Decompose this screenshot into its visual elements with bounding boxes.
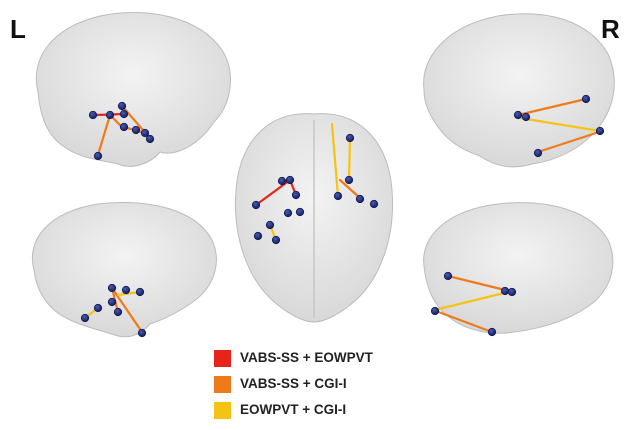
brain-node <box>581 94 591 104</box>
brain-node <box>105 110 115 120</box>
legend-swatch-yellow <box>214 402 231 419</box>
brain-node <box>355 194 365 204</box>
brain-node <box>277 176 287 186</box>
brain-node <box>295 207 305 217</box>
right-hemisphere-label: R <box>601 14 620 44</box>
connection-edge <box>516 97 588 117</box>
legend-item-vabs-eowpvt: VABS-SS + EOWPVT <box>214 348 434 370</box>
brain-node <box>443 271 453 281</box>
brain-node <box>513 110 523 120</box>
brain-node <box>117 101 127 111</box>
brain-node <box>140 128 150 138</box>
brain-node <box>285 175 295 185</box>
brain-node <box>265 220 275 230</box>
legend-item-vabs-cgi: VABS-SS + CGI-I <box>214 374 434 396</box>
connection-edge <box>433 290 510 312</box>
brain-node <box>93 303 103 313</box>
brain-node <box>119 122 129 132</box>
brain-node <box>113 307 123 317</box>
connection-edge <box>330 122 340 198</box>
brain-node <box>521 112 531 122</box>
brain-left-medial <box>32 202 217 338</box>
brain-node <box>345 133 355 143</box>
brain-node <box>369 199 379 209</box>
brain-node <box>121 285 131 295</box>
connection-edge <box>96 113 112 157</box>
legend-swatch-red <box>214 350 231 367</box>
brain-node <box>107 283 117 293</box>
brain-node <box>271 235 281 245</box>
brain-node <box>88 110 98 120</box>
brain-node <box>595 126 605 136</box>
brain-node <box>137 328 147 338</box>
brain-node <box>500 286 510 296</box>
brain-left-lateral <box>35 12 231 167</box>
brain-node <box>430 306 440 316</box>
connection-edge <box>338 178 362 200</box>
brain-node <box>333 191 343 201</box>
brain-node <box>251 200 261 210</box>
left-hemisphere-label: L <box>10 14 26 44</box>
brain-node <box>145 134 155 144</box>
brain-node <box>119 109 129 119</box>
brain-node <box>487 327 497 337</box>
connection-edge <box>536 131 598 154</box>
legend-item-eowpvt-cgi: EOWPVT + CGI-I <box>214 400 434 422</box>
brain-node <box>80 313 90 323</box>
connection-edge <box>434 309 494 334</box>
brain-node <box>533 148 543 158</box>
brain-node <box>253 231 263 241</box>
brain-node <box>93 151 103 161</box>
legend-label: VABS-SS + EOWPVT <box>240 350 373 365</box>
brain-node <box>291 190 301 200</box>
legend-label: EOWPVT + CGI-I <box>240 402 347 417</box>
legend-label: VABS-SS + CGI-I <box>240 376 347 391</box>
brain-node <box>107 297 117 307</box>
brain-node <box>283 208 293 218</box>
brain-right-medial <box>423 202 614 334</box>
brain-node <box>344 175 354 185</box>
brain-right-lateral <box>423 13 615 168</box>
legend: VABS-SS + EOWPVT VABS-SS + CGI-I EOWPVT … <box>214 348 434 426</box>
brain-node <box>135 287 145 297</box>
connection-edge <box>347 136 352 182</box>
connection-edge <box>518 116 602 133</box>
connection-edge <box>446 274 507 292</box>
brain-node <box>507 287 517 297</box>
legend-swatch-orange <box>214 376 231 393</box>
brain-node <box>131 125 141 135</box>
